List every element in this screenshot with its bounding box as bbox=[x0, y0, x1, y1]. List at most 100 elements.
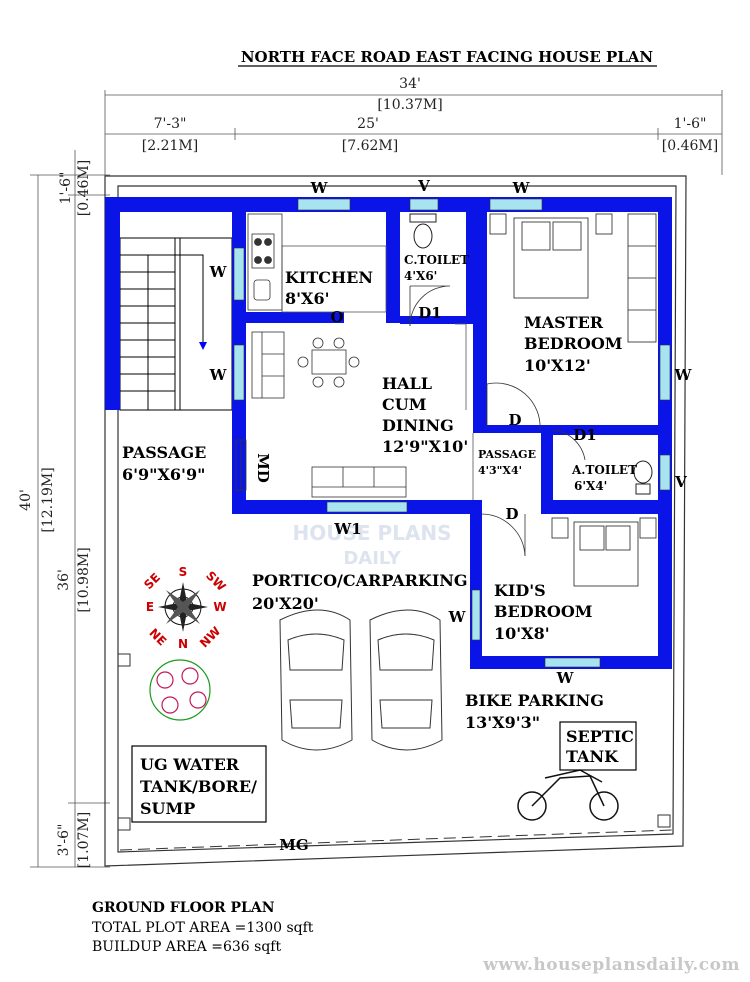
ug-water-tank-box bbox=[131, 745, 267, 823]
bike-name: BIKE PARKING bbox=[465, 691, 604, 710]
passage-small-name: PASSAGE bbox=[478, 448, 536, 461]
left-dimensions bbox=[30, 150, 110, 868]
bike-size: 13'X9'3" bbox=[465, 713, 540, 732]
dim-inner-height: 36' bbox=[56, 569, 72, 591]
compound-wall bbox=[104, 175, 687, 867]
dim-bottom-gap: 3'-6" bbox=[56, 824, 72, 857]
ventilator-marker: V bbox=[674, 473, 687, 491]
motorbike-icon bbox=[517, 769, 619, 821]
hall-furniture bbox=[251, 331, 407, 498]
window-marker: W bbox=[556, 669, 575, 687]
footer-plot-area: TOTAL PLOT AREA =1300 sqft bbox=[92, 920, 314, 936]
car-icon bbox=[279, 609, 353, 751]
compass-nw: NW bbox=[197, 624, 223, 650]
c-toilet-name: C.TOILET bbox=[404, 253, 469, 267]
dim-right-width: 1'-6" bbox=[674, 116, 707, 132]
left-dim-texts: 1'-6" [0.46M] 40' [12.19M] 36' [10.98M] … bbox=[18, 160, 92, 868]
door-marker: D bbox=[505, 505, 518, 523]
hall-name3: DINING bbox=[382, 416, 454, 435]
master-name2: BEDROOM bbox=[524, 334, 622, 353]
window-marker: W bbox=[674, 366, 693, 384]
ventilator-marker: V bbox=[417, 177, 430, 195]
door1-marker: D1 bbox=[573, 426, 596, 444]
stair-arrow-icon bbox=[199, 342, 207, 350]
window1-marker: W1 bbox=[333, 520, 361, 538]
ug-line2: TANK/BORE/ bbox=[140, 777, 257, 796]
attached-toilet-fixture bbox=[633, 460, 653, 495]
dim-bottom-gap-m: [1.07M] bbox=[76, 812, 92, 868]
markers: W V W W W W V W1 W W O D1 D D1 D MD MG bbox=[209, 177, 693, 854]
master-size: 10'X12' bbox=[524, 356, 591, 375]
dim-total-height-m: [12.19M] bbox=[40, 467, 56, 532]
partition-lines bbox=[281, 245, 474, 500]
dim-left-width-m: [2.21M] bbox=[142, 138, 198, 154]
window-marker: W bbox=[310, 179, 329, 197]
opening-marker: O bbox=[330, 308, 343, 326]
toilet-fixture bbox=[409, 213, 437, 249]
kitchen-size: 8'X6' bbox=[285, 289, 329, 308]
doors bbox=[235, 285, 586, 557]
website-watermark: www.houseplansdaily.com bbox=[483, 955, 740, 975]
plant-icon bbox=[149, 659, 211, 721]
compass-icon bbox=[158, 582, 208, 632]
septic-line1: SEPTIC bbox=[566, 727, 634, 746]
dim-total-width: 34' bbox=[399, 76, 421, 92]
compass-e: E bbox=[146, 600, 154, 614]
window-marker: W bbox=[448, 608, 467, 626]
dim-total-height: 40' bbox=[18, 489, 34, 511]
a-toilet-name: A.TOILET bbox=[571, 463, 637, 477]
footer-heading: GROUND FLOOR PLAN bbox=[92, 900, 275, 916]
dim-top-gap-m: [0.46M] bbox=[76, 160, 92, 216]
passage-name: PASSAGE bbox=[122, 443, 206, 462]
staircase bbox=[119, 237, 233, 411]
main-gate-line bbox=[119, 829, 673, 851]
compass-ne: NE bbox=[146, 626, 169, 649]
main-door-marker: MD bbox=[254, 453, 272, 483]
window-marker: W bbox=[512, 179, 531, 197]
portico-name: PORTICO/CARPARKING bbox=[252, 571, 468, 590]
dim-mid-width-m: [7.62M] bbox=[342, 138, 398, 154]
pillar bbox=[657, 814, 671, 828]
kids-size: 10'X8' bbox=[494, 624, 550, 643]
kids-name1: KID'S bbox=[494, 581, 546, 600]
compass-sw: SW bbox=[203, 568, 228, 593]
plan-title: NORTH FACE ROAD EAST FACING HOUSE PLAN bbox=[241, 48, 654, 66]
c-toilet-size: 4'X6' bbox=[404, 269, 437, 283]
master-name1: MASTER bbox=[524, 313, 604, 332]
kitchen-platform bbox=[247, 213, 283, 311]
dim-left-width: 7'-3" bbox=[154, 116, 187, 132]
passage-size: 6'9"X6'9" bbox=[122, 465, 205, 484]
windows bbox=[233, 198, 671, 668]
dim-total-width-m: [10.37M] bbox=[377, 97, 442, 113]
ug-line1: UG WATER bbox=[140, 755, 240, 774]
watermark-line2: DAILY bbox=[343, 548, 401, 569]
kids-name2: BEDROOM bbox=[494, 602, 592, 621]
kitchen-name: KITCHEN bbox=[285, 268, 373, 287]
pillar bbox=[117, 653, 131, 667]
watermark-line1: HOUSE PLANS bbox=[292, 521, 451, 545]
compass-se: SE bbox=[141, 570, 163, 592]
compass-n: N bbox=[178, 637, 188, 651]
footer-buildup-area: BUILDUP AREA =636 sqft bbox=[92, 939, 282, 955]
compass-s: S bbox=[179, 565, 188, 579]
dim-right-width-m: [0.46M] bbox=[662, 138, 718, 154]
compass-w: W bbox=[213, 600, 226, 614]
hall-size: 12'9"X10' bbox=[382, 437, 468, 456]
car-icon bbox=[369, 609, 443, 751]
hall-name2: CUM bbox=[382, 395, 426, 414]
window-marker: W bbox=[209, 263, 228, 281]
septic-tank-box bbox=[559, 721, 637, 771]
master-bed bbox=[489, 213, 657, 343]
top-dimensions bbox=[104, 90, 723, 175]
door-marker: D bbox=[508, 411, 521, 429]
main-gate-marker: MG bbox=[279, 836, 308, 854]
window-marker: W bbox=[209, 366, 228, 384]
ug-line3: SUMP bbox=[140, 799, 195, 818]
passage-small-size: 4'3"X4' bbox=[478, 464, 522, 477]
dim-top-gap: 1'-6" bbox=[58, 172, 74, 205]
dim-inner-height-m: [10.98M] bbox=[76, 547, 92, 612]
dim-mid-width: 25' bbox=[357, 116, 379, 132]
septic-line2: TANK bbox=[566, 747, 619, 766]
room-labels: KITCHEN 8'X6' C.TOILET 4'X6' MASTER BEDR… bbox=[122, 253, 637, 818]
portico-size: 20'X20' bbox=[252, 594, 319, 613]
